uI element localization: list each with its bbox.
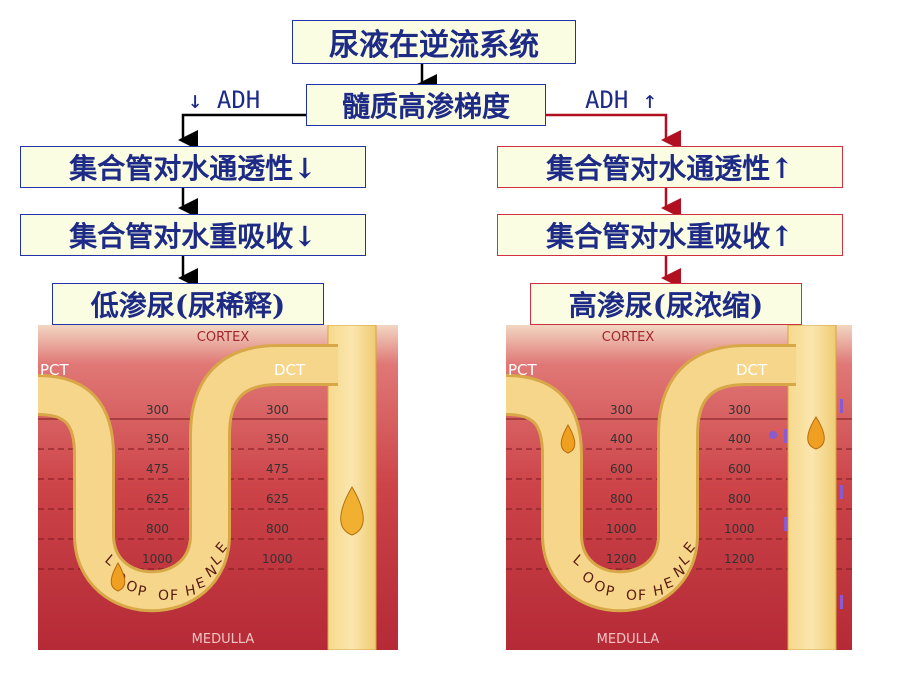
right-desc-value-5: 1000	[606, 522, 637, 536]
water-drop-icon	[807, 416, 825, 450]
left-asc-value-6: 1000	[262, 552, 293, 566]
right-permeability-box: 集合管对水通透性↑	[497, 146, 843, 188]
pct-label: PCT	[508, 361, 538, 379]
water-drop-icon	[340, 486, 364, 536]
left-desc-value-4: 625	[146, 492, 169, 506]
adh-increase-label: ADH ↑	[585, 86, 658, 114]
left-desc-value-2: 350	[146, 432, 169, 446]
right-result-box: 高渗尿(尿浓缩)	[530, 283, 802, 325]
left-desc-value-6: 1000	[142, 552, 173, 566]
water-drop-icon	[110, 561, 126, 592]
arrow-medulla-to-right	[545, 113, 681, 150]
adh-decrease-label: ↓ ADH	[188, 86, 261, 114]
left-desc-value-5: 800	[146, 522, 169, 536]
right-desc-value-6: 1200	[606, 552, 637, 566]
arrow-medulla-to-left	[178, 113, 306, 150]
left-desc-value-1: 300	[146, 403, 169, 417]
right-asc-value-2: 400	[728, 432, 751, 446]
left-desc-value-3: 475	[146, 462, 169, 476]
right-desc-value-4: 800	[610, 492, 633, 506]
cortex-label: CORTEX	[602, 330, 655, 345]
svg-text:H: H	[652, 582, 665, 600]
left-asc-value-3: 475	[266, 462, 289, 476]
right-asc-value-3: 600	[728, 462, 751, 476]
aquaporin-channels	[769, 399, 843, 609]
left-asc-value-1: 300	[266, 403, 289, 417]
right-asc-value-5: 1000	[724, 522, 755, 536]
svg-text:F: F	[170, 588, 178, 604]
right-desc-value-2: 400	[610, 432, 633, 446]
dct-label: DCT	[736, 361, 768, 379]
right-desc-value-1: 300	[610, 403, 633, 417]
left-reabsorption-box: 集合管对水重吸收↓	[20, 214, 366, 256]
left-asc-value-5: 800	[266, 522, 289, 536]
loop-of-henle-tube	[506, 347, 796, 610]
urine-countercurrent-box: 尿液在逆流系统	[292, 20, 576, 64]
left-asc-value-4: 625	[266, 492, 289, 506]
svg-text:O: O	[158, 588, 169, 604]
right-asc-value-4: 800	[728, 492, 751, 506]
pct-label: PCT	[40, 361, 70, 379]
dct-label: DCT	[274, 361, 306, 379]
water-drop-icon	[560, 423, 576, 454]
left-result-box: 低渗尿(尿稀释)	[52, 283, 324, 325]
left-nephron-panel: CORTEX MEDULLA PCT DCT 300 350 475 625 8…	[38, 325, 398, 650]
svg-text:F: F	[638, 588, 646, 604]
medulla-label: MEDULLA	[597, 632, 660, 647]
left-permeability-box: 集合管对水通透性↓	[20, 146, 366, 188]
svg-text:P: P	[604, 583, 615, 600]
svg-text:O: O	[592, 578, 608, 597]
right-asc-value-1: 300	[728, 403, 751, 417]
svg-text:O: O	[626, 588, 637, 604]
loop-of-henle-tube	[38, 347, 338, 610]
svg-text:P: P	[136, 583, 147, 600]
right-reabsorption-box: 集合管对水重吸收↑	[497, 214, 843, 256]
medulla-gradient-box: 髓质高渗梯度	[306, 84, 546, 126]
cortex-label: CORTEX	[197, 330, 250, 345]
right-nephron-panel: CORTEX MEDULLA PCT DCT 300 400 600 800 1…	[506, 325, 852, 650]
svg-text:H: H	[184, 582, 197, 600]
right-asc-value-6: 1200	[724, 552, 755, 566]
right-desc-value-3: 600	[610, 462, 633, 476]
svg-text:O: O	[124, 578, 140, 597]
medulla-label: MEDULLA	[192, 632, 255, 647]
left-asc-value-2: 350	[266, 432, 289, 446]
